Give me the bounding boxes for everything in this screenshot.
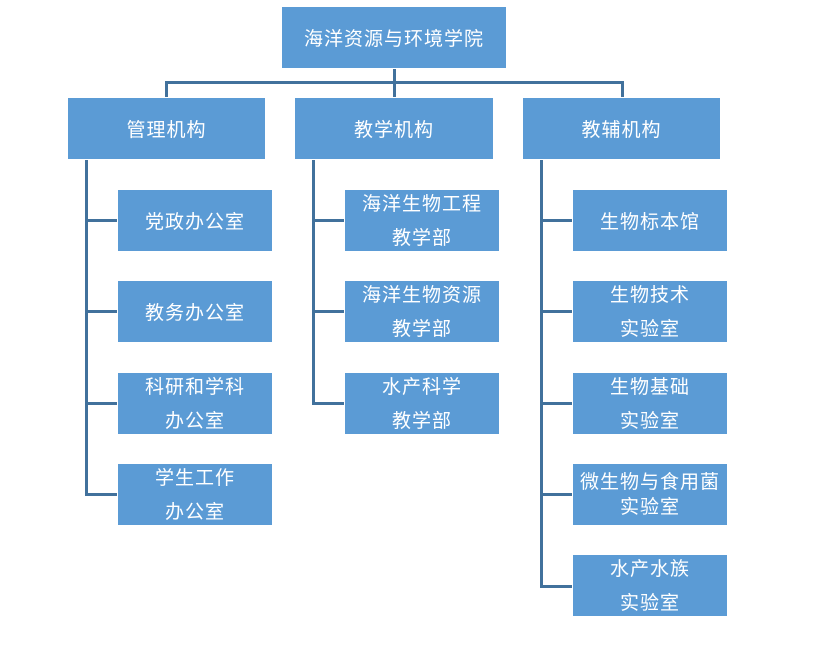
branch-node-teaching: 教学机构 [294,97,494,160]
spine-branch-0 [85,160,88,496]
leaf-node: 科研和学科 办公室 [117,372,273,435]
leaf-label-line: 办公室 [164,500,225,523]
leaf-node: 学生工作 办公室 [117,463,273,526]
leaf-label-line: 实验室 [619,317,680,340]
leaf-label-line: 教学部 [391,226,452,249]
connector-root-down [393,68,396,83]
leaf-node: 党政办公室 [117,189,273,252]
leaf-node: 生物技术 实验室 [572,280,728,343]
leaf-label-line: 海洋生物工程 [361,192,482,215]
stub-branch-0-2 [85,402,119,405]
leaf-node: 水产水族 实验室 [572,554,728,617]
leaf-label-line: 生物基础 [609,375,690,398]
branch-node-support: 教辅机构 [522,97,721,160]
leaf-node: 教务办公室 [117,280,273,343]
leaf-label-line: 教学部 [391,409,452,432]
stub-branch-0-3 [85,493,119,496]
stub-branch-2-1 [540,310,574,313]
stub-branch-2-2 [540,402,574,405]
leaf-label-line: 办公室 [164,409,225,432]
leaf-label-line: 微生物与食用菌 [579,470,720,493]
connector-branch-2-down [621,81,624,99]
leaf-node: 海洋生物资源 教学部 [344,280,500,343]
stub-branch-0-0 [85,219,119,222]
leaf-label-line: 科研和学科 [144,375,245,398]
stub-branch-2-0 [540,219,574,222]
leaf-node: 生物标本馆 [572,189,728,252]
branch-node-management: 管理机构 [67,97,266,160]
leaf-label-line: 水产科学 [381,375,462,398]
leaf-label-line: 学生工作 [154,466,235,489]
spine-branch-1 [312,160,315,405]
root-node: 海洋资源与环境学院 [281,6,507,69]
leaf-label-line: 水产水族 [609,557,690,580]
leaf-label-line: 党政办公室 [144,211,245,233]
leaf-node: 海洋生物工程 教学部 [344,189,500,252]
stub-branch-2-3 [540,493,574,496]
stub-branch-1-2 [312,402,346,405]
leaf-label-line: 实验室 [619,495,680,518]
connector-branch-1-down [393,81,396,99]
leaf-label-line: 实验室 [619,591,680,614]
stub-branch-0-1 [85,310,119,313]
leaf-label-line: 海洋生物资源 [361,283,482,306]
stub-branch-2-4 [540,585,574,588]
root-node-label: 海洋资源与环境学院 [303,28,484,50]
branch-label: 教学机构 [353,119,434,141]
branch-label: 教辅机构 [581,119,662,141]
leaf-node: 生物基础 实验室 [572,372,728,435]
leaf-label-line: 生物标本馆 [599,211,700,233]
branch-label: 管理机构 [126,119,207,141]
connector-branch-0-down [165,81,168,99]
leaf-label-line: 生物技术 [609,283,690,306]
stub-branch-1-1 [312,310,346,313]
leaf-label-line: 教学部 [391,317,452,340]
stub-branch-1-0 [312,219,346,222]
spine-branch-2 [540,160,543,588]
leaf-label-line: 教务办公室 [144,302,245,324]
leaf-node: 水产科学 教学部 [344,372,500,435]
leaf-label-line: 实验室 [619,409,680,432]
leaf-node: 微生物与食用菌 实验室 [572,463,728,526]
